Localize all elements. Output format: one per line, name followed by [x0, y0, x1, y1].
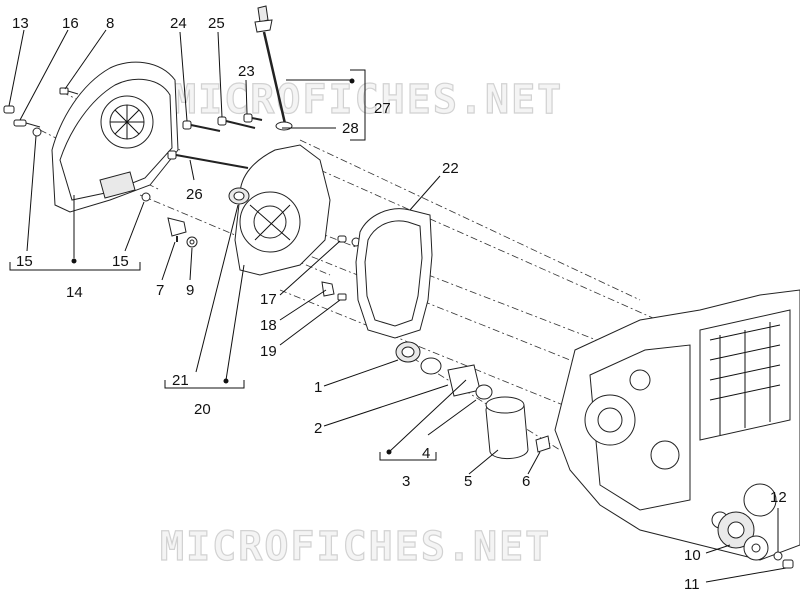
callout-21: 21	[172, 372, 189, 389]
callout-18: 18	[260, 317, 277, 334]
callout-25: 25	[208, 15, 225, 32]
callout-23: 23	[238, 63, 255, 80]
callout-7: 7	[156, 282, 164, 299]
callout-17: 17	[260, 291, 277, 308]
bolts	[3, 87, 361, 301]
side-cover	[228, 144, 331, 276]
callout-15-left: 15	[16, 253, 33, 270]
watermark-bottom: MICROFICHES.NET	[160, 524, 551, 570]
callout-20: 20	[194, 401, 211, 418]
callout-15-right: 15	[112, 253, 129, 270]
crankcase-block	[554, 289, 800, 561]
callout-11: 11	[684, 576, 700, 593]
callout-10: 10	[684, 547, 701, 564]
callout-13: 13	[12, 15, 29, 32]
callout-16: 16	[62, 15, 79, 32]
watermark-top: MICROFICHES.NET	[172, 77, 563, 123]
callout-5: 5	[464, 473, 472, 490]
dipstick	[254, 5, 293, 131]
callout-1: 1	[314, 379, 322, 396]
callout-3: 3	[402, 473, 410, 490]
callout-4: 4	[422, 445, 430, 462]
fan-cover	[51, 61, 179, 213]
group-brackets	[9, 69, 437, 461]
oil-pump	[717, 511, 794, 569]
callout-27: 27	[374, 100, 391, 117]
callout-14: 14	[66, 284, 83, 301]
callout-24: 24	[170, 15, 187, 32]
callout-22: 22	[442, 160, 459, 177]
callout-labels: 13 16 8 24 25 23 27 28 22 26 15 15 14 7 …	[12, 15, 787, 593]
callout-28: 28	[342, 120, 359, 137]
callout-19: 19	[260, 343, 277, 360]
leader-lines	[8, 29, 787, 583]
callout-12: 12	[770, 489, 787, 506]
callout-6: 6	[522, 473, 530, 490]
filter-parts	[395, 341, 551, 459]
callout-9: 9	[186, 282, 194, 299]
callout-26: 26	[186, 186, 203, 203]
gasket	[355, 208, 433, 339]
callout-8: 8	[106, 15, 114, 32]
callout-2: 2	[314, 420, 322, 437]
